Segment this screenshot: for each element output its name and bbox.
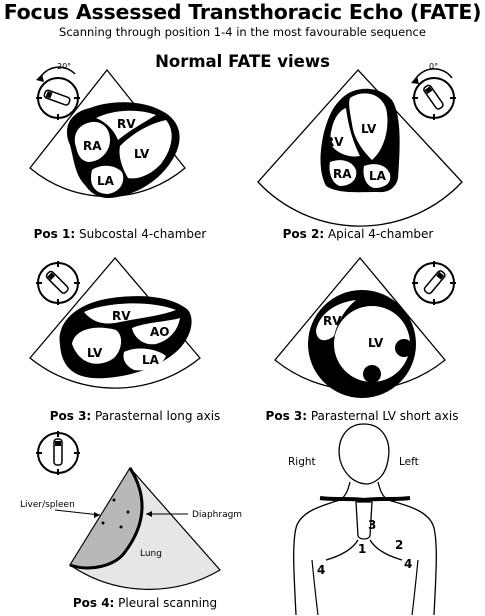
label-ra: RA [83, 139, 102, 153]
label-la: LA [369, 169, 387, 183]
label-rv: RV [323, 314, 342, 328]
parasternal-long-axis-view: RV AO LV LA [29, 256, 201, 389]
body-position-map: Right Left 3 1 2 4 4 [288, 423, 437, 616]
pleural-scanning-view: Liver/spleen Diaphragm Lung [20, 431, 242, 590]
arm-line [311, 559, 419, 616]
chamber-lv [72, 327, 122, 364]
probe-position-icon [36, 431, 80, 475]
label-ao: AO [150, 325, 170, 339]
label-rv: RV [325, 135, 344, 149]
caption-pos2: Pos 2: Apical 4-chamber [282, 227, 434, 241]
label-rv: RV [112, 309, 131, 323]
chamber-la [90, 165, 124, 194]
chamber-ao [132, 318, 180, 345]
probe-position-icon [36, 77, 80, 120]
subcostal-4-chamber-view: RV RA LV LA 20° [29, 62, 186, 198]
head-outline [338, 423, 390, 485]
label-lung: Lung [140, 549, 162, 559]
probe-position-icon [412, 77, 456, 120]
chamber-rv [316, 300, 356, 341]
body-pos-2: 2 [395, 538, 403, 552]
body-pos-4-left: 4 [404, 557, 412, 571]
label-rv: RV [117, 117, 136, 131]
chamber-rv [84, 303, 176, 324]
rotation-arrow-icon [414, 68, 453, 81]
clavicle [319, 496, 411, 503]
probe-position-icon [412, 261, 456, 305]
label-la: LA [97, 174, 115, 188]
probe-angle-label: 0° [429, 62, 438, 71]
parasternal-short-axis-view: RV LV [274, 256, 456, 398]
probe-position-icon [36, 261, 80, 305]
chamber-lv [349, 93, 388, 160]
label-lv: LV [134, 147, 150, 161]
papillary-muscle [363, 365, 381, 383]
label-left: Left [399, 456, 419, 468]
sternum [355, 501, 373, 540]
label-lv: LV [361, 122, 377, 136]
caption-pos3-short: Pos 3: Parasternal LV short axis [265, 409, 459, 423]
label-ra: RA [333, 167, 352, 181]
caption-pos1: Pos 1: Subcostal 4-chamber [33, 227, 207, 241]
chamber-rv [330, 108, 360, 157]
chamber-la [363, 164, 391, 188]
rotation-arrow-icon [39, 66, 76, 79]
label-lv: LV [87, 346, 103, 360]
body-pos-4-right: 4 [317, 563, 325, 577]
chamber-ra [329, 160, 357, 186]
label-right: Right [288, 456, 316, 468]
chamber-lv [334, 306, 410, 382]
chamber-la [123, 348, 166, 371]
chamber-lv [119, 120, 172, 179]
caption-pos3-long: Pos 3: Parasternal long axis [49, 409, 221, 423]
page-subtitle: Scanning through position 1-4 in the mos… [59, 25, 426, 39]
papillary-muscle [395, 339, 413, 357]
caption-pos4: Pos 4: Pleural scanning [72, 596, 218, 610]
label-diaphragm: Diaphragm [192, 510, 242, 520]
label-lv: LV [368, 336, 384, 350]
probe-angle-label: 20° [57, 62, 71, 71]
label-la: LA [142, 353, 160, 367]
body-pos-3: 3 [368, 518, 376, 532]
section-title: Normal FATE views [155, 52, 330, 71]
apical-4-chamber-view: LV RV RA LA 0° [257, 62, 463, 227]
chamber-rv [96, 110, 156, 140]
torso-outline [293, 481, 437, 616]
chamber-ra [74, 121, 110, 162]
costal-margin [325, 539, 403, 561]
body-pos-1: 1 [358, 542, 366, 556]
label-liver-spleen: Liver/spleen [20, 500, 75, 510]
page-title: Focus Assessed Transthoracic Echo (FATE) [3, 0, 482, 24]
diaphragm-line [69, 467, 144, 570]
